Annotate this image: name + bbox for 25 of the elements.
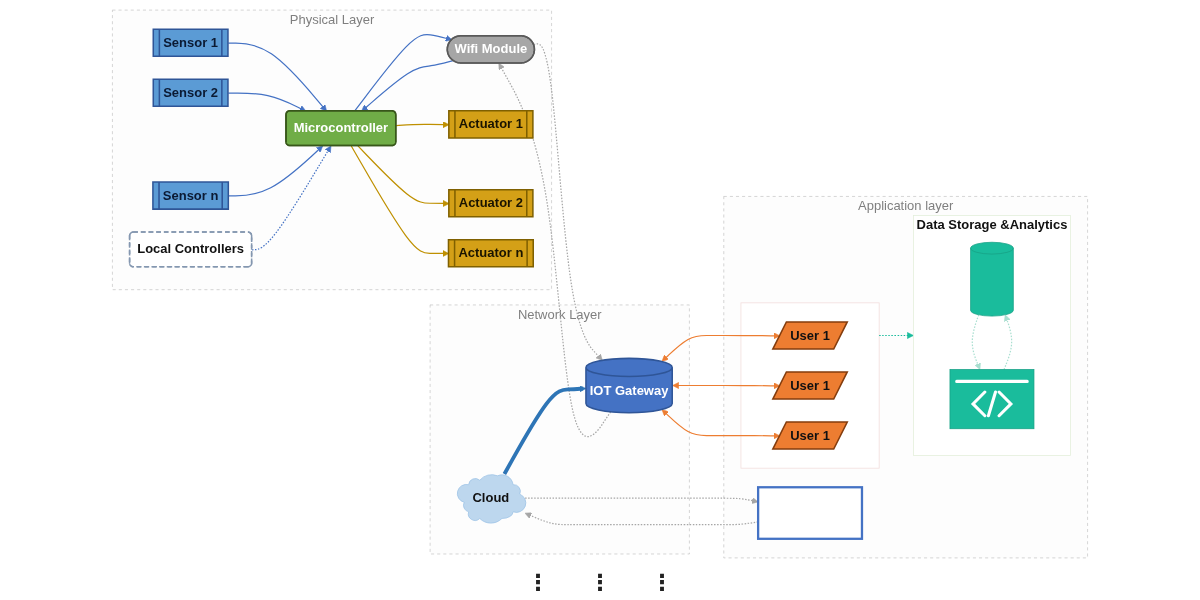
ellipsis-mark: ⋮: [589, 570, 611, 596]
node-box: [757, 486, 864, 540]
arrow: [361, 60, 454, 112]
cluster: Data Storage &Analytics: [913, 215, 1071, 456]
arrow: [661, 409, 781, 440]
arrow: [661, 332, 781, 362]
arrow: [228, 145, 323, 197]
arrow: [353, 34, 453, 112]
arrow: [395, 121, 450, 128]
cluster: [740, 302, 880, 469]
node-cylinder: [970, 241, 1014, 317]
arrow: [672, 382, 781, 390]
arrow: [357, 145, 450, 207]
arrow: [533, 43, 603, 361]
arrow: [498, 62, 612, 438]
node-picture: [949, 369, 1035, 430]
ellipsis-mark: ⋮: [651, 570, 673, 596]
arrow: [227, 92, 307, 112]
ellipsis-mark: ⋮: [527, 570, 549, 596]
arrow: [524, 497, 759, 504]
arrow: [227, 42, 327, 112]
arrow: [878, 332, 914, 339]
arrow: [971, 314, 981, 370]
arrow: [502, 385, 587, 475]
arrow: [350, 145, 450, 257]
